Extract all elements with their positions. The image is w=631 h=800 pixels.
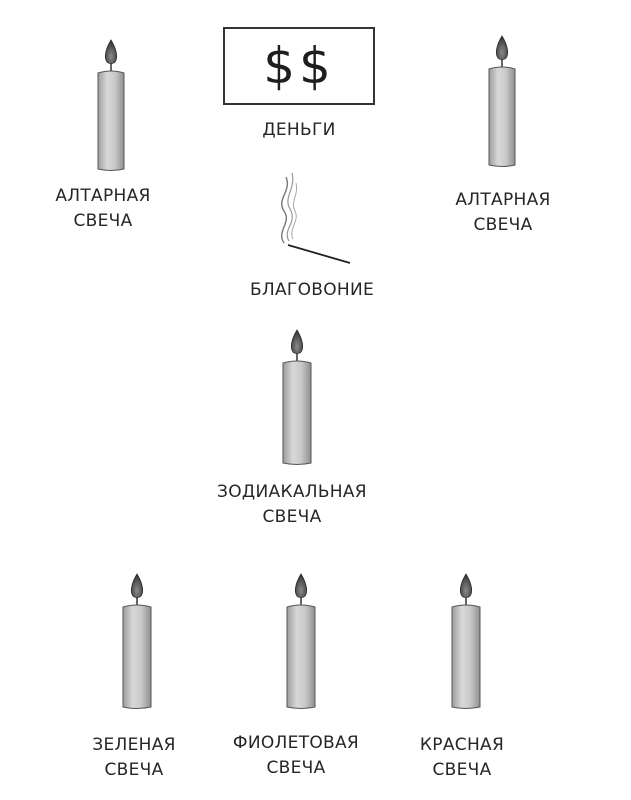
- money-label: ДЕНЬГИ: [262, 120, 336, 140]
- incense-stick: [262, 165, 362, 270]
- candle-icon: [488, 35, 516, 167]
- money-box: $$: [223, 27, 375, 105]
- altar-candle-left: [93, 38, 129, 174]
- altar-candle-right-label: АЛТАРНАЯ СВЕЧА: [455, 190, 551, 235]
- candle-icon: [97, 39, 125, 171]
- violet-candle-label: ФИОЛЕТОВАЯ СВЕЧА: [232, 733, 360, 778]
- candle-icon: [286, 573, 316, 709]
- altar-candle-right: [484, 34, 520, 170]
- candle-icon: [282, 329, 312, 465]
- dollar-sign-icon: $$: [263, 37, 335, 95]
- zodiac-candle: [277, 328, 317, 468]
- candle-icon: [122, 573, 152, 709]
- green-candle: [117, 572, 157, 712]
- altar-candle-left-label: АЛТАРНАЯ СВЕЧА: [55, 186, 151, 231]
- candle-icon: [451, 573, 481, 709]
- green-candle-label: ЗЕЛЕНАЯ СВЕЧА: [92, 735, 176, 780]
- incense-label: БЛАГОВОНИЕ: [249, 280, 375, 300]
- violet-candle: [281, 572, 321, 712]
- red-candle: [446, 572, 486, 712]
- red-candle-label: КРАСНАЯ СВЕЧА: [419, 735, 505, 780]
- incense-stick-icon: [281, 172, 351, 264]
- zodiac-candle-label: ЗОДИАКАЛЬНАЯ СВЕЧА: [217, 482, 367, 527]
